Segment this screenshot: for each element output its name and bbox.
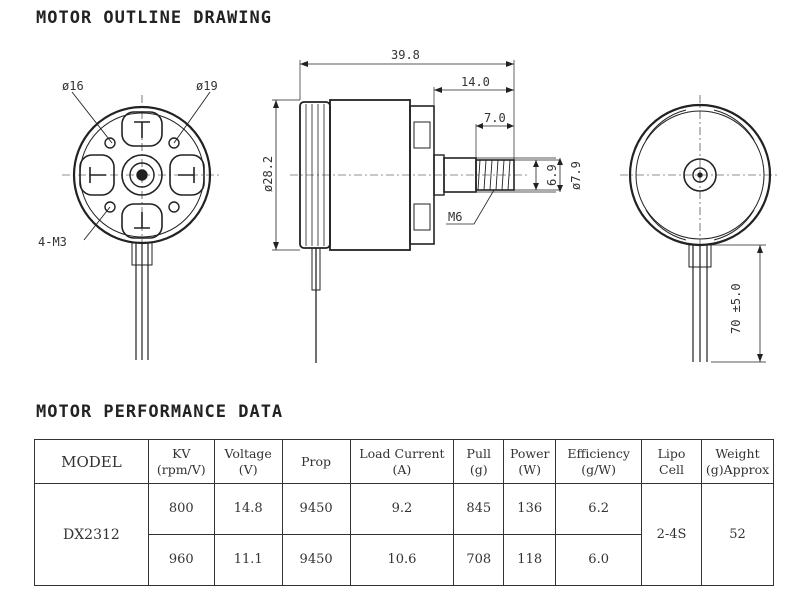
header-model: MODEL bbox=[34, 439, 149, 484]
shaft-length-label: 14.0 bbox=[461, 75, 490, 89]
model-cell: DX2312 bbox=[34, 483, 149, 586]
efficiency-cell: 6.2 bbox=[555, 483, 643, 535]
thread-diam-label: 6.9 bbox=[545, 164, 559, 186]
performance-heading: MOTOR PERFORMANCE DATA bbox=[36, 402, 284, 422]
power-cell: 118 bbox=[503, 534, 557, 586]
back-view bbox=[620, 95, 780, 363]
body-diam-label: ø28.2 bbox=[261, 156, 275, 192]
prop-cell: 9450 bbox=[281, 483, 351, 535]
side-view bbox=[272, 60, 563, 363]
table-row: DX2312 800 14.8 9450 9.2 845 136 6.2 2-4… bbox=[34, 483, 775, 586]
thread-length-label: 7.0 bbox=[484, 111, 506, 125]
lead-length-label: 70 ±5.0 bbox=[729, 283, 743, 334]
front-diam-inner-label: ø16 bbox=[62, 79, 84, 93]
pull-cell: 845 bbox=[453, 483, 505, 535]
front-diam-outer-label: ø19 bbox=[196, 79, 218, 93]
header-efficiency: Efficiency(g/W) bbox=[555, 439, 643, 484]
table-header-row: MODEL KV(rpm/V) Voltage(V) Prop Load Cur… bbox=[34, 439, 775, 484]
current-cell: 10.6 bbox=[349, 534, 455, 586]
header-weight: Weight(g)Approx bbox=[700, 439, 775, 484]
header-pull: Pull(g) bbox=[453, 439, 505, 484]
voltage-cell: 11.1 bbox=[213, 534, 283, 586]
table-row: 960 11.1 9450 10.6 708 118 6.0 bbox=[35, 534, 774, 586]
header-kv: KV(rpm/V) bbox=[147, 439, 215, 484]
current-cell: 9.2 bbox=[349, 483, 455, 535]
pull-cell: 708 bbox=[453, 534, 505, 586]
header-power: Power(W) bbox=[503, 439, 557, 484]
efficiency-cell: 6.0 bbox=[555, 534, 643, 586]
header-prop: Prop bbox=[281, 439, 351, 484]
motor-outline-drawing: ø16 ø19 4-M3 39.8 14.0 7.0 ø28.2 6.9 ø7.… bbox=[38, 48, 780, 363]
voltage-cell: 14.8 bbox=[213, 483, 283, 535]
kv-cell: 800 bbox=[147, 483, 215, 535]
thread-label: M6 bbox=[448, 210, 462, 224]
header-voltage: Voltage(V) bbox=[213, 439, 283, 484]
prop-cell: 9450 bbox=[281, 534, 351, 586]
kv-cell: 960 bbox=[147, 534, 215, 586]
lipo-cell: 2-4S bbox=[641, 483, 702, 586]
power-cell: 136 bbox=[503, 483, 557, 535]
weight-cell: 52 bbox=[700, 483, 775, 586]
performance-table: MODEL KV(rpm/V) Voltage(V) Prop Load Cur… bbox=[34, 439, 775, 586]
overall-length-label: 39.8 bbox=[391, 48, 420, 62]
front-view bbox=[62, 91, 222, 360]
front-holes-label: 4-M3 bbox=[38, 235, 67, 249]
shaft-diam-label: ø7.9 bbox=[569, 161, 583, 190]
header-load-current: Load Current(A) bbox=[349, 439, 455, 484]
drawing-heading: MOTOR OUTLINE DRAWING bbox=[36, 8, 272, 28]
